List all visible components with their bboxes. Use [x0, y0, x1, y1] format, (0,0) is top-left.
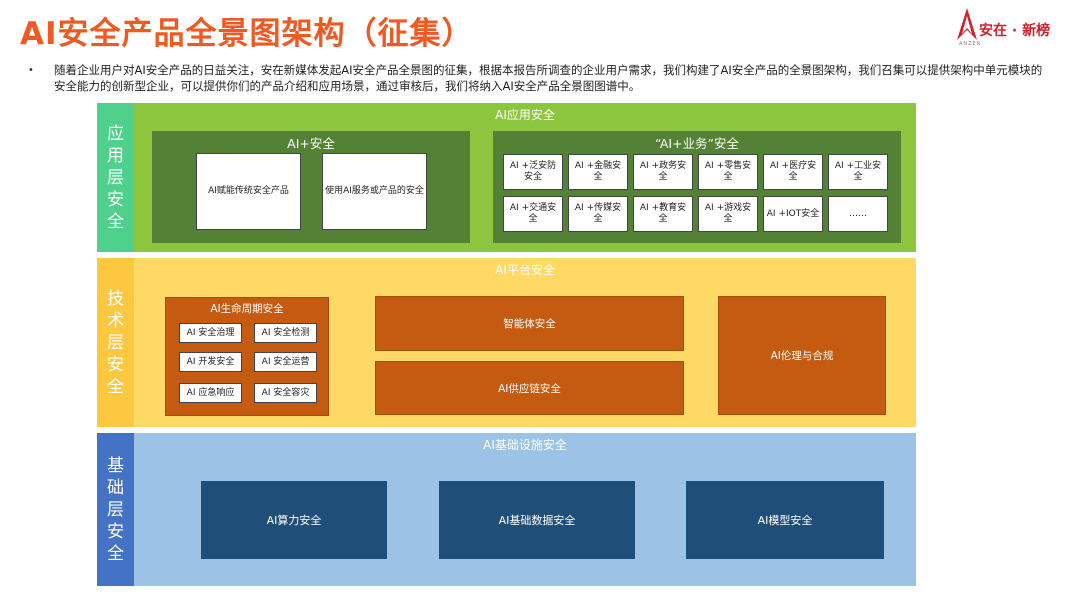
lifecycle-item: AI 安全运营 — [254, 352, 317, 372]
layer-side-label: 应用层安全 — [97, 103, 134, 252]
lifecycle-item: AI 安全检测 — [254, 323, 317, 343]
intro-paragraph: 随着企业用户对AI安全产品的日益关注，安在新媒体发起AI安全产品全景图的征集，根… — [54, 63, 1043, 93]
business-item: AI +传媒安全 — [568, 196, 628, 232]
business-item: AI +游戏安全 — [698, 196, 758, 232]
business-item: AI +IOT安全 — [763, 196, 823, 232]
model-security-box: AI模型安全 — [686, 481, 884, 559]
technology-layer: 技术层安全 AI平台安全 AI生命周期安全 AI 安全治理 AI 安全检测 AI… — [97, 258, 916, 427]
logo-subtext: ANZER — [959, 41, 982, 47]
business-item: AI +零售安全 — [698, 154, 758, 190]
business-item: AI +教育安全 — [633, 196, 693, 232]
layer-main: AI平台安全 AI生命周期安全 AI 安全治理 AI 安全检测 AI 开发安全 … — [134, 258, 916, 427]
data-security-box: AI基础数据安全 — [439, 481, 635, 559]
application-layer: 应用层安全 AI应用安全 AI+安全 AI赋能传统安全产品 使用AI服务或产品的… — [97, 103, 916, 252]
panel-title: “AI+业务”安全 — [654, 136, 740, 151]
business-item: …… — [828, 196, 888, 232]
page-title: AI安全产品全景图架构（征集） — [20, 16, 474, 52]
layer-side-label: 基础层安全 — [97, 433, 134, 586]
ethics-compliance-box: AI伦理与合规 — [718, 296, 886, 415]
lifecycle-item: AI 应急响应 — [179, 383, 242, 403]
brand-logo: 安在 · 新榜 ANZER — [955, 8, 1070, 48]
star-logo-icon — [957, 8, 977, 40]
ai-plus-business-panel: “AI+业务”安全 AI +泛安防安全 AI +金融安全 AI +政务安全 AI… — [493, 131, 901, 243]
layer-title: AI应用安全 — [495, 108, 555, 122]
business-item: AI +工业安全 — [828, 154, 888, 190]
layer-main: AI基础设施安全 AI算力安全 AI基础数据安全 AI模型安全 — [134, 433, 916, 586]
bullet-icon: • — [28, 65, 34, 76]
app-security-item: 使用AI服务或产品的安全 — [322, 153, 427, 230]
app-security-item: AI赋能传统安全产品 — [196, 153, 301, 230]
agent-security-box: 智能体安全 — [375, 296, 684, 351]
business-item: AI +交通安全 — [503, 196, 563, 232]
business-item: AI +政务安全 — [633, 154, 693, 190]
panel-title: AI生命周期安全 — [210, 303, 284, 315]
lifecycle-item: AI 安全容灾 — [254, 383, 317, 403]
business-item: AI +金融安全 — [568, 154, 628, 190]
lifecycle-panel: AI生命周期安全 AI 安全治理 AI 安全检测 AI 开发安全 AI 安全运营… — [165, 297, 329, 416]
layer-title: AI基础设施安全 — [483, 438, 567, 452]
infrastructure-layer: 基础层安全 AI基础设施安全 AI算力安全 AI基础数据安全 AI模型安全 — [97, 433, 916, 586]
panel-title: AI+安全 — [287, 136, 335, 151]
lifecycle-item: AI 开发安全 — [179, 352, 242, 372]
compute-security-box: AI算力安全 — [201, 481, 387, 559]
layer-main: AI应用安全 AI+安全 AI赋能传统安全产品 使用AI服务或产品的安全 “AI… — [134, 103, 916, 252]
business-item: AI +泛安防安全 — [503, 154, 563, 190]
layer-side-label: 技术层安全 — [97, 258, 134, 427]
layer-title: AI平台安全 — [495, 263, 555, 277]
logo-text: 安在 · 新榜 — [979, 23, 1051, 39]
lifecycle-item: AI 安全治理 — [179, 323, 242, 343]
supply-chain-security-box: AI供应链安全 — [375, 361, 684, 415]
ai-plus-security-panel: AI+安全 AI赋能传统安全产品 使用AI服务或产品的安全 — [152, 131, 470, 243]
business-item: AI +医疗安全 — [763, 154, 823, 190]
